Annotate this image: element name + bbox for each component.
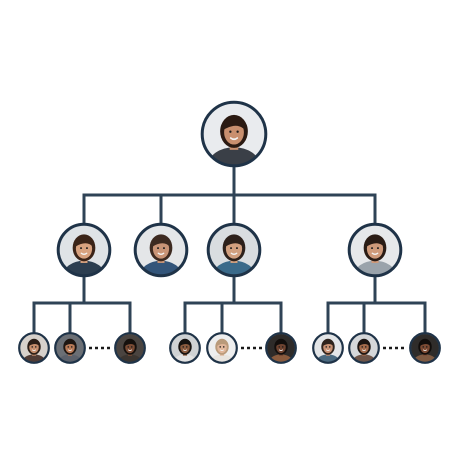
avatar-photo	[20, 334, 48, 362]
avatar-photo	[411, 334, 439, 362]
avatar-report-1-3[interactable]	[114, 332, 146, 372]
avatar-photo	[208, 334, 236, 362]
avatar-report-4-2[interactable]	[348, 332, 380, 372]
avatar-manager-1[interactable]	[56, 222, 112, 291]
avatar-ring	[200, 100, 268, 168]
avatar-ceo[interactable]	[200, 100, 268, 184]
avatar-ring	[114, 332, 146, 364]
avatar-photo	[209, 225, 259, 275]
avatar-ring	[206, 222, 262, 278]
avatar-photo	[171, 334, 199, 362]
avatar-manager-2[interactable]	[133, 222, 189, 291]
avatar-report-1-2[interactable]	[54, 332, 86, 372]
avatar-ring	[169, 332, 201, 364]
avatar-ring	[265, 332, 297, 364]
avatar-ring	[18, 332, 50, 364]
avatar-manager-3[interactable]	[206, 222, 262, 291]
avatar-ring	[54, 332, 86, 364]
avatar-report-4-1[interactable]	[312, 332, 344, 372]
avatar-photo	[350, 225, 400, 275]
avatar-ring	[347, 222, 403, 278]
avatar-photo	[59, 225, 109, 275]
avatar-photo	[56, 334, 84, 362]
avatar-ring	[409, 332, 441, 364]
avatar-ring	[133, 222, 189, 278]
avatar-manager-4[interactable]	[347, 222, 403, 291]
connector-lines	[32, 165, 427, 350]
avatar-ring	[56, 222, 112, 278]
avatar-photo	[116, 334, 144, 362]
avatar-report-4-3[interactable]	[409, 332, 441, 372]
avatar-photo	[136, 225, 186, 275]
avatar-photo	[350, 334, 378, 362]
avatar-ring	[206, 332, 238, 364]
avatar-photo	[267, 334, 295, 362]
avatar-ring	[312, 332, 344, 364]
avatar-photo	[203, 103, 265, 165]
avatar-report-3-1[interactable]	[169, 332, 201, 372]
avatar-report-3-3[interactable]	[265, 332, 297, 372]
avatar-ring	[348, 332, 380, 364]
avatar-photo	[314, 334, 342, 362]
avatar-report-3-2[interactable]	[206, 332, 238, 372]
avatar-report-1-1[interactable]	[18, 332, 50, 372]
